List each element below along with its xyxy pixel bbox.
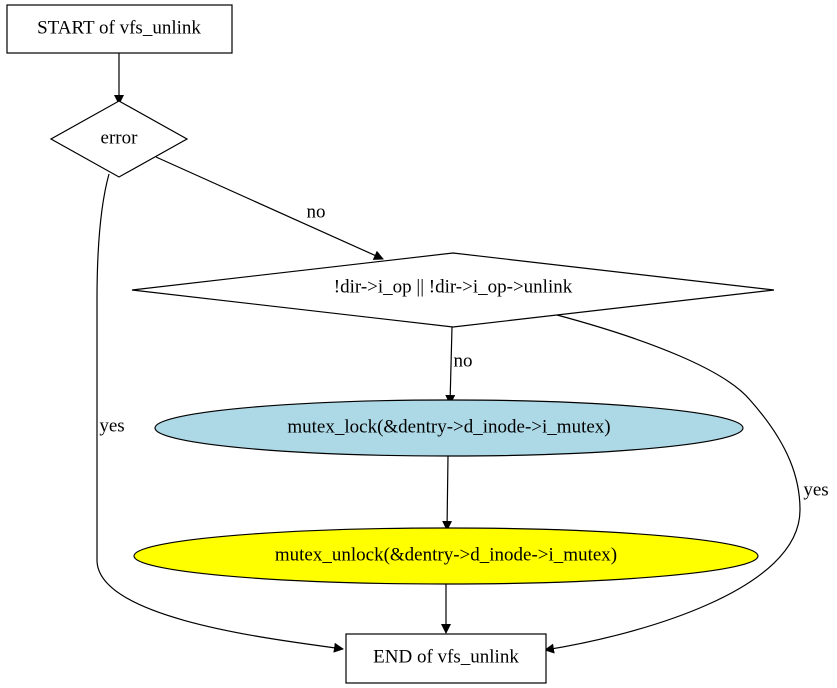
end-node: END of vfs_unlink [345, 633, 547, 684]
edge-error-yes [96, 173, 344, 653]
check-op-label: !dir->i_op || !dir->i_op->unlink [334, 276, 573, 297]
start-box [6, 4, 233, 54]
edge-check-no-label: no [454, 350, 473, 371]
mutex-lock-ellipse [154, 399, 744, 457]
edge-error-no [155, 156, 384, 260]
mutex-lock-label: mutex_lock(&dentry->d_inode->i_mutex) [287, 416, 610, 437]
end-label: END of vfs_unlink [373, 646, 519, 667]
mutex-unlock-label: mutex_unlock(&dentry->d_inode->i_mutex) [275, 544, 617, 565]
edge-lock-to-unlock [442, 455, 453, 531]
mutex-unlock-node: mutex_unlock(&dentry->d_inode->i_mutex) [133, 527, 759, 585]
mutex-lock-node: mutex_lock(&dentry->d_inode->i_mutex) [154, 399, 744, 457]
start-node: START of vfs_unlink [6, 4, 233, 54]
start-label: START of vfs_unlink [37, 17, 201, 38]
edge-check-yes-label: yes [803, 479, 828, 500]
edge-check-yes [544, 314, 801, 654]
check-op-diamond [131, 252, 775, 328]
edge-error-yes-label: yes [99, 415, 124, 436]
error-diamond [49, 100, 189, 178]
end-box [345, 633, 547, 684]
edge-error-no-label: no [307, 201, 326, 222]
check-op-decision-node: !dir->i_op || !dir->i_op->unlink [131, 252, 775, 328]
edge-check-no [445, 326, 456, 405]
error-label: error [101, 127, 139, 148]
error-decision-node: error [49, 100, 189, 178]
